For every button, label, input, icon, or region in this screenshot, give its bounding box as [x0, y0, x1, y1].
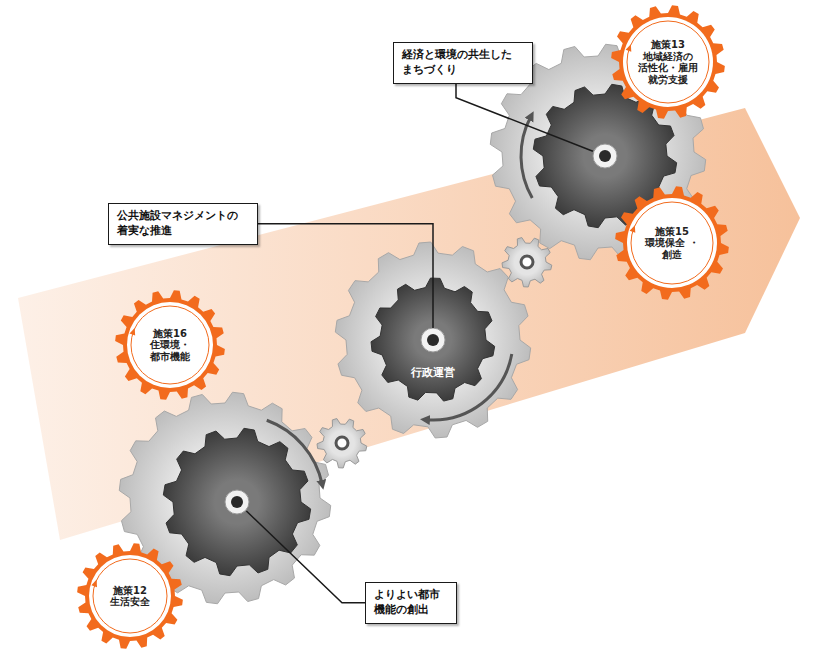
rotation-arrow: [426, 354, 512, 420]
gear-face: [127, 302, 213, 388]
gear-ring: [131, 306, 209, 384]
policy-title: 生活安全: [100, 596, 160, 608]
gear-illustration: [163, 428, 310, 575]
gear-label: 行政運営: [371, 278, 495, 402]
policy-title: 環境保全 ・創造: [638, 237, 706, 260]
rotation-arrow: [521, 117, 532, 198]
ring-arrowhead: [626, 44, 632, 52]
gear-illustration: [317, 419, 367, 468]
gear-teeth: [77, 543, 183, 649]
gear-hub: [225, 490, 249, 514]
gear-hub: [427, 334, 439, 346]
gear-face: [89, 555, 171, 637]
gear-text-holder: 施策13地域経済の 活性化・雇用 就労支援: [610, 4, 726, 120]
callout-text: よりよい都市 機能の創出: [374, 588, 448, 618]
gear-text-holder: 施策16住環境・ 都市機能: [114, 289, 226, 401]
policy-gear: 施策16住環境・ 都市機能: [114, 289, 226, 401]
callout-box: 公共施設マネジメントの 着実な推進: [108, 203, 258, 245]
policy-gear: 施策12生活安全: [76, 542, 184, 650]
gear-teeth: [615, 186, 729, 300]
policy-gear: 施策13地域経済の 活性化・雇用 就労支援: [610, 4, 726, 120]
gear-text-holder: 施策15環境保全 ・創造: [614, 185, 730, 301]
gear-face: [623, 17, 713, 107]
gear-hub: [521, 256, 533, 268]
gear-face: [627, 198, 717, 288]
policy-number: 施策16: [138, 328, 202, 340]
gear-illustration: [502, 238, 552, 287]
gear-text-holder: 行政運営: [371, 278, 495, 402]
callout-box: 経済と環境の共生した まちづくり: [393, 42, 533, 84]
policy-number: 施策12: [100, 585, 160, 597]
policy-number: 施策15: [638, 226, 706, 238]
gear-teeth: [115, 290, 225, 400]
policy-title: 地域経済の 活性化・雇用 就労支援: [634, 51, 702, 86]
callout-text: 公共施設マネジメントの 着実な推進: [117, 209, 249, 239]
gear-text-holder: 施策12生活安全: [76, 542, 184, 650]
leader-line: [456, 84, 593, 152]
gear-hub: [336, 437, 348, 449]
rotation-arrow: [267, 420, 322, 484]
ring-arrowhead: [630, 225, 636, 233]
gear-hub: [593, 144, 617, 168]
gear-title: 行政運営: [411, 365, 455, 380]
gear-ring: [627, 21, 709, 103]
policy-title: 住環境・ 都市機能: [138, 339, 202, 362]
gear-hub: [231, 496, 243, 508]
leader-connector: [258, 224, 433, 328]
callout-text: 経済と環境の共生した まちづくり: [402, 48, 524, 78]
ring-arrowhead: [130, 328, 136, 336]
policy-gear: 施策15環境保全 ・創造: [614, 185, 730, 301]
policy-number: 施策13: [634, 39, 702, 51]
gear-ring: [93, 559, 167, 633]
gear-ring: [631, 202, 713, 284]
gear-hub: [421, 328, 445, 352]
gear-hub: [599, 150, 611, 162]
ring-arrowhead: [91, 580, 97, 588]
gear-teeth: [611, 5, 725, 119]
leader-line: [246, 511, 365, 603]
callout-box: よりよい都市 機能の創出: [365, 582, 457, 624]
